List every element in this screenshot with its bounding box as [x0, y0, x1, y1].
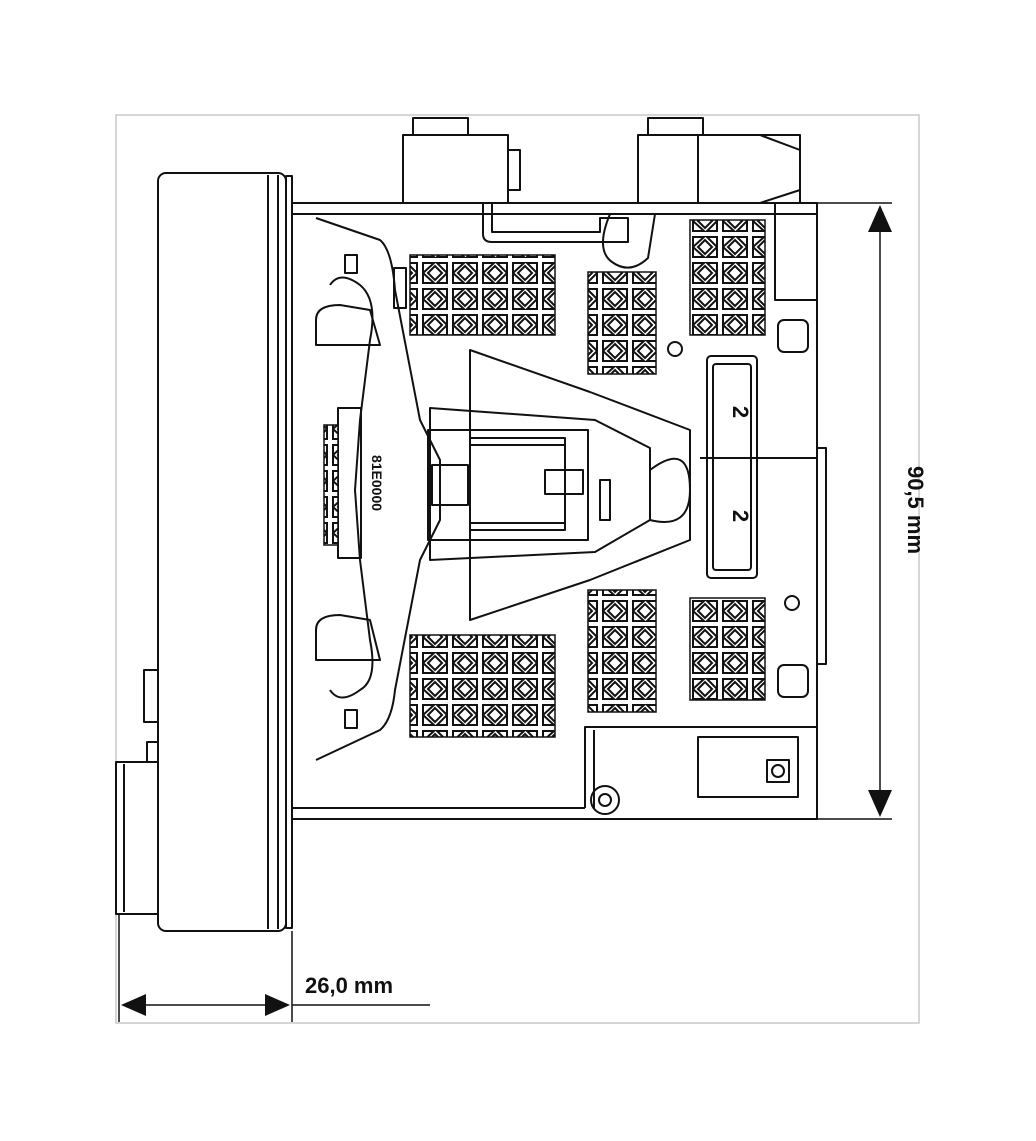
slot-number-top: 2 — [728, 406, 753, 418]
vent-upper-right — [689, 219, 766, 336]
led-window — [393, 267, 407, 309]
center-latch-assembly — [427, 349, 691, 621]
bottom-connector — [590, 736, 799, 815]
height-dimension-label: 90,5 mm — [903, 466, 928, 554]
mount-hole-top — [667, 341, 683, 357]
tab-top — [777, 319, 809, 353]
drawing-frame — [115, 114, 920, 1024]
vent-lower-left — [409, 634, 556, 738]
height-arrow-top — [868, 205, 892, 232]
cable-latch — [482, 203, 629, 243]
height-arrow-bottom — [868, 790, 892, 817]
mount-hole-bottom — [784, 595, 800, 611]
depth-arrow-left — [121, 994, 146, 1016]
slot-connector — [700, 355, 816, 579]
vent-upper-mid — [587, 271, 657, 375]
vent-lower-mid — [587, 589, 657, 713]
part-code: 81E0000 — [369, 455, 385, 511]
vent-grilles — [323, 219, 766, 738]
top-connector-left — [402, 117, 521, 204]
tab-bottom — [777, 664, 809, 698]
slot-number-bottom: 2 — [728, 510, 753, 522]
front-panel — [115, 172, 293, 932]
height-dimension — [585, 202, 892, 820]
depth-dimension — [118, 914, 430, 1022]
depth-arrow-right — [265, 994, 290, 1016]
vent-front-left — [323, 424, 339, 546]
depth-dimension-label: 26,0 mm — [305, 973, 393, 998]
vent-lower-right — [689, 597, 766, 701]
top-connector-right — [637, 117, 801, 204]
module-body — [291, 202, 827, 820]
hook-clip — [602, 213, 656, 269]
vent-upper-left — [409, 254, 556, 336]
